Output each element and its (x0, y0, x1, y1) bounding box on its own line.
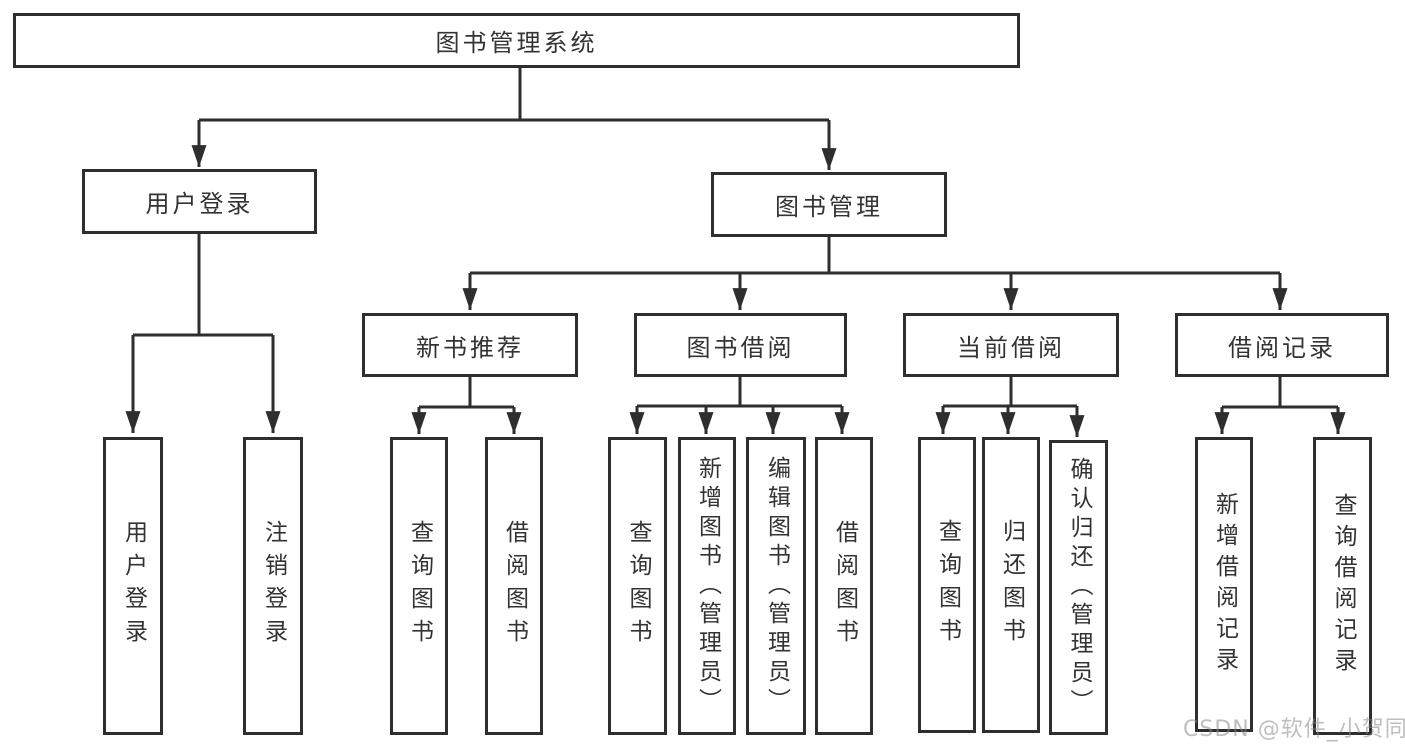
csdn-watermark: CSDN @软件_小贺同学 (1183, 717, 1405, 742)
leaf-borrow-add-books-admin: 新增图书（管理员） (678, 437, 736, 735)
node-borrow-records: 借阅记录 (1175, 313, 1389, 377)
leaf-newbooks-query-books: 查询图书 (390, 437, 448, 735)
leaf-records-add-record: 新增借阅记录 (1195, 437, 1253, 732)
node-current-borrow: 当前借阅 (903, 313, 1119, 377)
leaf-current-confirm-return-admin: 确认归还（管理员） (1049, 440, 1108, 735)
leaf-borrow-query-books: 查询图书 (608, 437, 667, 735)
node-root: 图书管理系统 (13, 13, 1020, 68)
node-new-books: 新书推荐 (362, 313, 578, 377)
node-user-login: 用户登录 (82, 169, 317, 234)
node-book-borrow: 图书借阅 (634, 313, 847, 377)
leaf-current-query-books: 查询图书 (918, 437, 976, 733)
leaf-borrow-borrow-books: 借阅图书 (815, 437, 873, 735)
node-book-management: 图书管理 (711, 172, 947, 237)
leaf-user-login: 用户登录 (103, 437, 163, 735)
leaf-logout: 注销登录 (243, 437, 303, 735)
leaf-current-return-books: 归还图书 (982, 437, 1040, 733)
leaf-borrow-edit-books-admin: 编辑图书（管理员） (746, 437, 806, 735)
leaf-newbooks-borrow-books: 借阅图书 (485, 437, 543, 735)
leaf-records-query-record: 查询借阅记录 (1313, 437, 1372, 735)
